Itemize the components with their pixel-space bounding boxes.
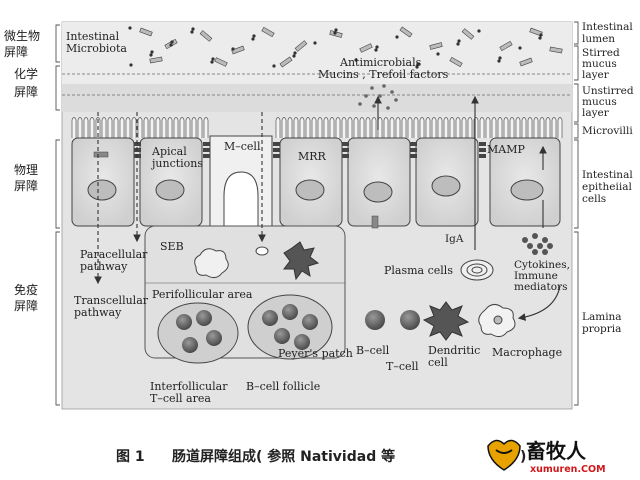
nucleus [432, 176, 460, 196]
label-immune-barrier: 免疫屏障 [14, 282, 38, 313]
nucleus [364, 182, 392, 202]
label-mrr: MRR [298, 150, 327, 163]
label-chemical-barrier: 化学屏障 [14, 66, 38, 99]
left-brackets [56, 25, 60, 405]
label-physical-barrier: 物理屏障 [14, 163, 38, 193]
watermark-site: xumuren.COM [530, 464, 606, 475]
m-cell-pocket [224, 172, 258, 226]
label-t-cell: T–cell [386, 360, 419, 373]
label-m-cell: M–cell [224, 140, 261, 153]
label-b-cell: B–cell [356, 344, 390, 357]
right-brackets [574, 22, 578, 405]
label-perifollicular: Perifollicular area [152, 288, 253, 301]
label-iga: IgA [445, 233, 464, 245]
label-seb: SEB [160, 240, 184, 253]
watermark-logo [488, 440, 520, 470]
caption-figure-number: 图 1 [116, 449, 145, 465]
nucleus [296, 180, 324, 200]
caption-text: 肠道屏障组成( 参照 Natividad 等 [172, 448, 395, 465]
nucleus [156, 180, 184, 200]
nucleus [511, 180, 543, 200]
antigen-particle [256, 247, 268, 255]
label-plasma-cells: Plasma cells [384, 264, 453, 277]
unstirred-mucus-zone [62, 84, 572, 112]
nucleus [88, 180, 116, 200]
label-macrophage: Macrophage [492, 346, 562, 359]
label-b-cell-follicle: B–cell follicle [246, 380, 320, 393]
label-microbial-barrier: 微生物屏障 [4, 29, 40, 59]
label-peyers-patch: Peyer's patch [278, 347, 353, 360]
label-mucins: Mucins , Trefoil factors [318, 68, 449, 81]
interfollicular-follicle [158, 303, 238, 363]
watermark-name: 畜牧人 [526, 439, 587, 463]
label-microvilli: Microvilli [582, 125, 633, 137]
lumen-zone [62, 22, 572, 84]
label-mamp: MAMP [487, 143, 525, 156]
